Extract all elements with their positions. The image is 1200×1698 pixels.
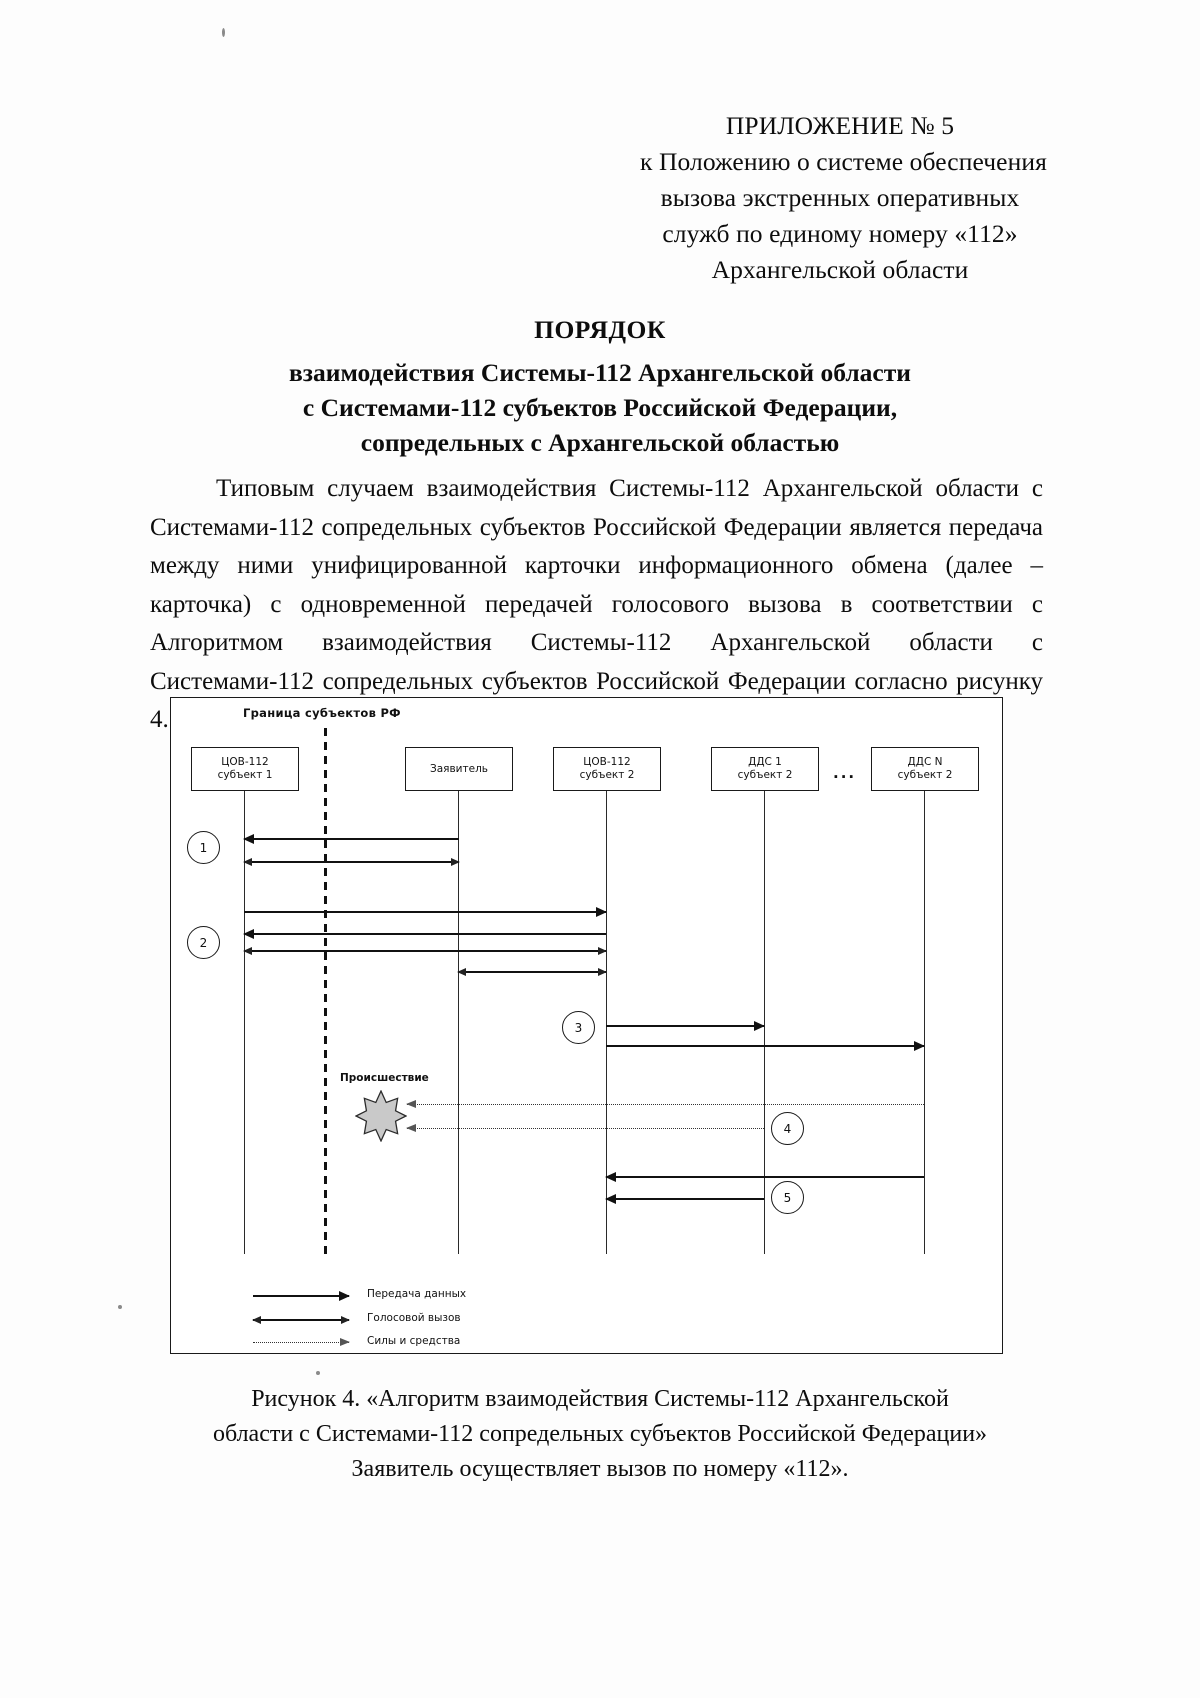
step-circle-5: 5 [771, 1181, 804, 1214]
appendix-header: ПРИЛОЖЕНИЕ № 5 к Положению о системе обе… [640, 108, 1047, 288]
header-line-3: вызова экстренных оперативных [660, 183, 1020, 212]
actor-label-line1: Заявитель [430, 762, 488, 775]
lifeline-ddsN-subject2 [924, 791, 926, 1254]
title-heading: ПОРЯДОК [534, 315, 666, 344]
subject-border-line [324, 728, 327, 1258]
step-number: 5 [783, 1190, 792, 1205]
actor-label-line1: ДДС 1 [748, 756, 782, 768]
incident-star-icon [355, 1090, 407, 1142]
step-circle-2: 2 [187, 926, 220, 959]
step-number: 1 [199, 840, 208, 855]
actor-label-line2: субъект 2 [579, 769, 635, 781]
actor-box-ddsN-subject2: ДДС N субъект 2 [871, 747, 979, 791]
caption-line-2: области с Системами-112 сопредельных суб… [212, 1421, 988, 1447]
actor-label-line2: субъект 1 [217, 769, 273, 781]
border-label: Граница субъектов РФ [243, 706, 401, 720]
actor-label-line1: ДДС N [907, 756, 943, 768]
title-line-2: с Системами-112 субъектов Российской Фед… [302, 393, 898, 422]
document-title: ПОРЯДОК взаимодействия Системы-112 Архан… [150, 312, 1050, 460]
legend-label-voice: Голосовой вызов [367, 1312, 461, 1324]
step-number: 3 [574, 1020, 583, 1035]
actor-label-line1: ЦОВ-112 [221, 756, 269, 768]
actor-box-zayavitel: Заявитель [405, 747, 513, 791]
header-line-5: Архангельской области [711, 255, 969, 284]
scan-speck [118, 1305, 122, 1309]
actors-ellipsis: ... [833, 764, 857, 782]
legend-label-data: Передача данных [367, 1288, 467, 1300]
actor-box-cov112-subject2: ЦОВ-112 субъект 2 [553, 747, 661, 791]
header-line-1: ПРИЛОЖЕНИЕ № 5 [725, 111, 955, 140]
title-line-1: взаимодействия Системы-112 Архангельской… [289, 358, 911, 387]
step-number: 2 [199, 935, 208, 950]
step-circle-3: 3 [562, 1011, 595, 1044]
figure-caption: Рисунок 4. «Алгоритм взаимодействия Сист… [150, 1382, 1050, 1487]
figure-sequence-diagram: Граница субъектов РФ ЦОВ-112 субъект 1 З… [170, 697, 1003, 1354]
legend-label-forces: Силы и средства [367, 1335, 461, 1347]
actor-label-line1: ЦОВ-112 [583, 756, 631, 768]
title-line-3: сопредельных с Архангельской областью [360, 428, 840, 457]
incident-label: Происшествие [340, 1072, 429, 1084]
body-paragraph: Типовым случаем взаимодействия Системы-1… [150, 475, 1043, 733]
actor-label-line2: субъект 2 [897, 769, 953, 781]
scan-speck [222, 28, 225, 37]
header-line-2: к Положению о системе обеспечения [640, 147, 1047, 176]
lifeline-cov112-subject1 [244, 791, 246, 1254]
scan-speck [316, 1371, 320, 1375]
caption-line-3: Заявитель осуществляет вызов по номеру «… [351, 1456, 849, 1482]
step-circle-4: 4 [771, 1112, 804, 1145]
caption-line-1: Рисунок 4. «Алгоритм взаимодействия Сист… [251, 1386, 949, 1412]
lifeline-zayavitel [458, 791, 460, 1254]
actor-box-cov112-subject1: ЦОВ-112 субъект 1 [191, 747, 299, 791]
actor-box-dds1-subject2: ДДС 1 субъект 2 [711, 747, 819, 791]
actor-label-line2: субъект 2 [737, 769, 793, 781]
step-number: 4 [783, 1121, 792, 1136]
lifeline-cov112-subject2 [606, 791, 608, 1254]
header-line-4: служб по единому номеру «112» [662, 219, 1018, 248]
step-circle-1: 1 [187, 831, 220, 864]
